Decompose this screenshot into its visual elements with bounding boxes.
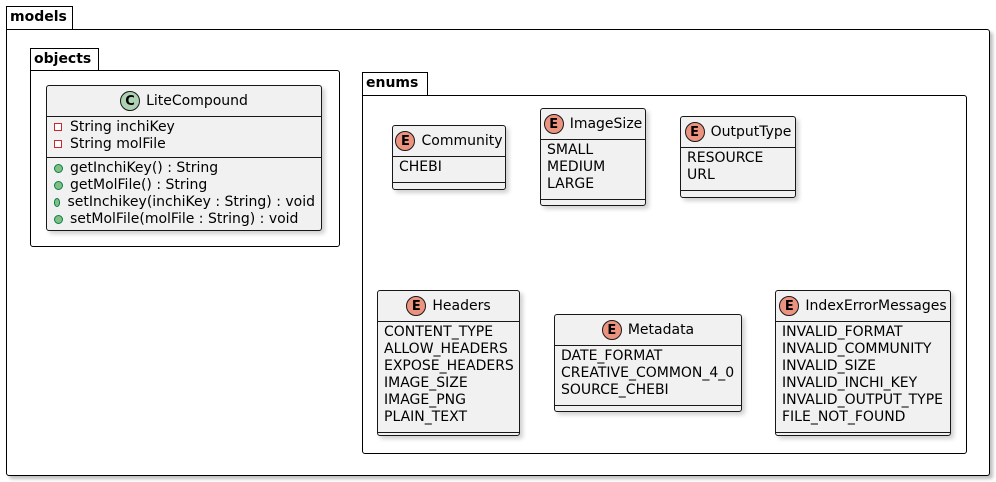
enum-output-type[interactable]: E OutputType RESOURCE URL bbox=[680, 116, 796, 198]
method-set-inchikey: setInchikey(inchiKey : String) : void bbox=[53, 194, 315, 211]
class-name: LiteCompound bbox=[146, 93, 248, 109]
enum-value: IMAGE_SIZE bbox=[384, 375, 468, 391]
package-tab-enums: enums bbox=[362, 72, 428, 96]
public-visibility-icon bbox=[54, 180, 63, 190]
package-tab-objects: objects bbox=[30, 48, 99, 71]
enum-headers[interactable]: E Headers CONTENT_TYPE ALLOW_HEADERS EXP… bbox=[377, 290, 520, 436]
enum-header: E Metadata bbox=[555, 315, 741, 345]
enum-stereotype-icon: E bbox=[684, 122, 705, 142]
enum-name: OutputType bbox=[710, 124, 792, 140]
enum-values: INVALID_FORMAT INVALID_COMMUNITY INVALID… bbox=[776, 322, 950, 430]
public-visibility-icon bbox=[54, 163, 63, 173]
enum-value: FILE_NOT_FOUND bbox=[782, 409, 906, 425]
public-visibility-icon bbox=[54, 214, 63, 224]
enum-header: E Community bbox=[393, 126, 505, 156]
field-inchikey: String inchiKey bbox=[53, 119, 315, 136]
enum-name: IndexErrorMessages bbox=[805, 298, 947, 314]
enum-value: EXPOSE_HEADERS bbox=[384, 358, 514, 374]
enum-value: SMALL bbox=[547, 142, 594, 158]
class-stereotype-icon: C bbox=[120, 91, 141, 111]
enum-value: IMAGE_PNG bbox=[384, 392, 466, 408]
class-header: C LiteCompound bbox=[47, 86, 321, 116]
enum-value: INVALID_INCHI_KEY bbox=[782, 375, 918, 391]
enum-value: LARGE bbox=[547, 176, 595, 192]
enum-value: INVALID_FORMAT bbox=[782, 324, 903, 340]
enum-value: URL bbox=[687, 167, 715, 183]
enum-header: E ImageSize bbox=[541, 109, 645, 139]
package-tab-models: models bbox=[6, 6, 73, 30]
enum-value: SOURCE_CHEBI bbox=[561, 382, 669, 398]
enum-header: E IndexErrorMessages bbox=[776, 291, 950, 321]
enum-value: RESOURCE bbox=[687, 150, 764, 166]
enum-metadata[interactable]: E Metadata DATE_FORMAT CREATIVE_COMMON_4… bbox=[554, 314, 742, 412]
method-get-molfile: getMolFile() : String bbox=[53, 177, 315, 194]
method-set-molfile: setMolFile(molFile : String) : void bbox=[53, 211, 315, 228]
enum-values: SMALL MEDIUM LARGE bbox=[541, 140, 645, 197]
package-label-enums: enums bbox=[366, 75, 419, 91]
enum-value: CHEBI bbox=[399, 159, 442, 175]
enum-value: MEDIUM bbox=[547, 159, 606, 175]
method-get-inchikey: getInchiKey() : String bbox=[53, 160, 315, 177]
enum-community[interactable]: E Community CHEBI bbox=[392, 125, 506, 190]
public-visibility-icon bbox=[54, 197, 61, 207]
enum-name: ImageSize bbox=[569, 116, 643, 132]
enum-value: CONTENT_TYPE bbox=[384, 324, 494, 340]
enum-stereotype-icon: E bbox=[543, 114, 564, 134]
private-visibility-icon bbox=[54, 140, 62, 148]
enum-values: CHEBI bbox=[393, 157, 505, 180]
enum-values: RESOURCE URL bbox=[681, 148, 795, 188]
package-label-models: models bbox=[10, 9, 67, 25]
enum-name: Headers bbox=[432, 298, 491, 314]
enum-value: CREATIVE_COMMON_4_0 bbox=[561, 365, 735, 381]
enum-value: INVALID_COMMUNITY bbox=[782, 341, 932, 357]
class-fields: String inchiKey String molFile bbox=[47, 117, 321, 157]
enum-value: ALLOW_HEADERS bbox=[384, 341, 508, 357]
enum-value: PLAIN_TEXT bbox=[384, 409, 468, 425]
enum-value: INVALID_OUTPUT_TYPE bbox=[782, 392, 944, 408]
package-label-objects: objects bbox=[34, 51, 92, 67]
enum-index-error-messages[interactable]: E IndexErrorMessages INVALID_FORMAT INVA… bbox=[775, 290, 951, 436]
enum-values: CONTENT_TYPE ALLOW_HEADERS EXPOSE_HEADER… bbox=[378, 322, 519, 430]
enum-values: DATE_FORMAT CREATIVE_COMMON_4_0 SOURCE_C… bbox=[555, 346, 741, 403]
enum-stereotype-icon: E bbox=[406, 296, 427, 316]
enum-stereotype-icon: E bbox=[601, 320, 622, 340]
enum-stereotype-icon: E bbox=[779, 296, 800, 316]
enum-value: INVALID_SIZE bbox=[782, 358, 877, 374]
enum-stereotype-icon: E bbox=[395, 131, 416, 151]
enum-header: E Headers bbox=[378, 291, 519, 321]
class-lite-compound[interactable]: C LiteCompound String inchiKey String mo… bbox=[46, 85, 322, 231]
enum-header: E OutputType bbox=[681, 117, 795, 147]
enum-image-size[interactable]: E ImageSize SMALL MEDIUM LARGE bbox=[540, 108, 646, 206]
private-visibility-icon bbox=[54, 123, 62, 131]
enum-value: DATE_FORMAT bbox=[561, 348, 663, 364]
enum-name: Metadata bbox=[627, 322, 695, 338]
class-methods: getInchiKey() : String getMolFile() : St… bbox=[47, 158, 321, 232]
field-molfile: String molFile bbox=[53, 136, 315, 153]
enum-name: Community bbox=[421, 133, 503, 149]
